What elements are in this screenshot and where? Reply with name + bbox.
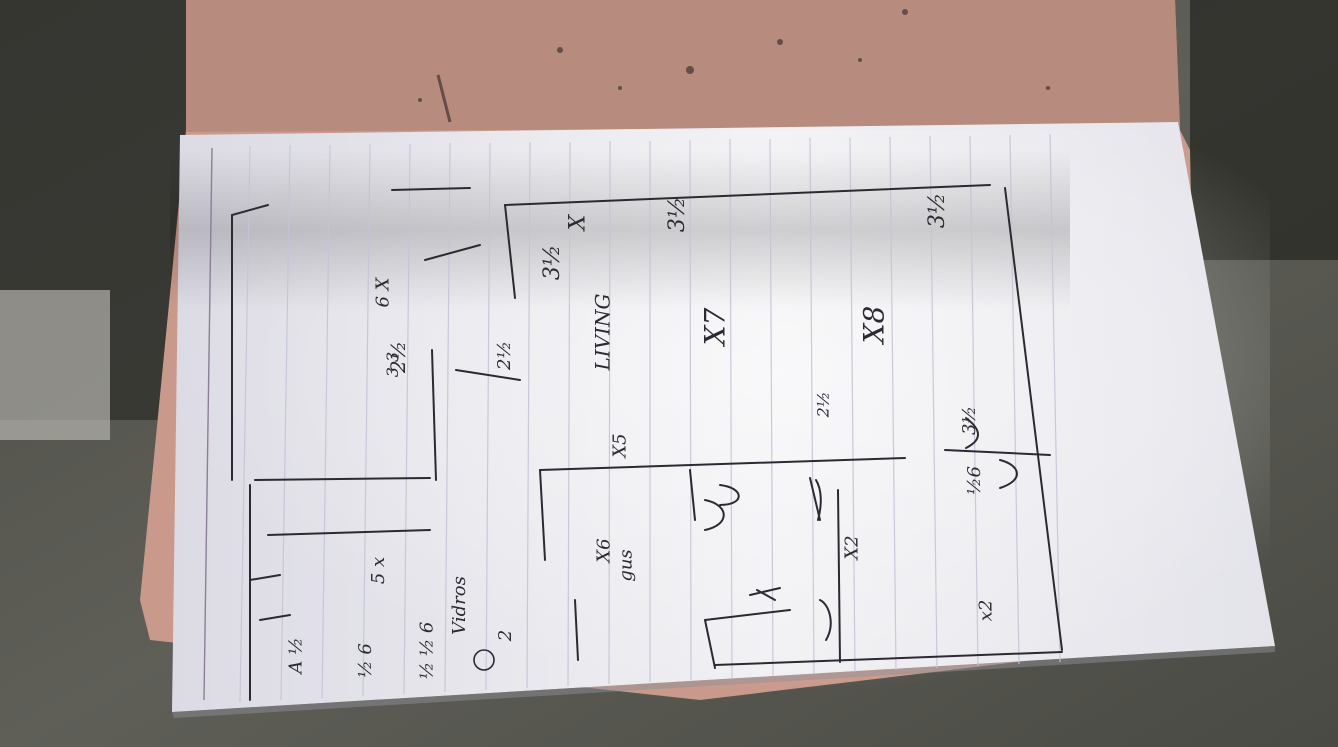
- label-x8: X8: [857, 305, 891, 344]
- label-size-x2: X2: [841, 535, 863, 560]
- label-living: LIVING: [590, 293, 615, 371]
- left-block: [0, 290, 110, 440]
- note-h: gus: [615, 549, 637, 582]
- note-k: x2: [975, 599, 997, 622]
- note-b: A ½: [285, 637, 307, 674]
- note-j: 3½: [958, 406, 980, 435]
- shadow-band: [170, 150, 1070, 310]
- table-top-band: [186, 0, 1180, 132]
- note-d: 2: [495, 629, 517, 642]
- label-width-a: 3½: [540, 244, 566, 281]
- label-size-x: X: [565, 214, 591, 231]
- note-f: 6 X: [372, 277, 394, 308]
- note-e: 3,3: [383, 351, 403, 378]
- label-x7: X7: [698, 307, 732, 346]
- note-g: 5 x: [368, 556, 390, 585]
- note-i: 2½: [813, 391, 833, 418]
- label-width-c: 3½: [925, 192, 951, 229]
- ruled-lines: [239, 133, 1061, 703]
- note-a: ½ ½ 6: [416, 621, 438, 680]
- sketch-strokes: [231, 184, 1063, 701]
- label-width-b: 3½: [665, 196, 691, 233]
- label-size-x6: X6: [593, 538, 615, 563]
- label-size-x5: X5: [609, 433, 631, 458]
- label-bed-b: 2½: [493, 341, 515, 370]
- label-vidros: Vidros: [448, 576, 470, 635]
- margin-line: [203, 147, 213, 701]
- note-l: ½6: [963, 466, 985, 495]
- table-stains: [418, 9, 1050, 123]
- note-c: ½ 6: [354, 643, 376, 678]
